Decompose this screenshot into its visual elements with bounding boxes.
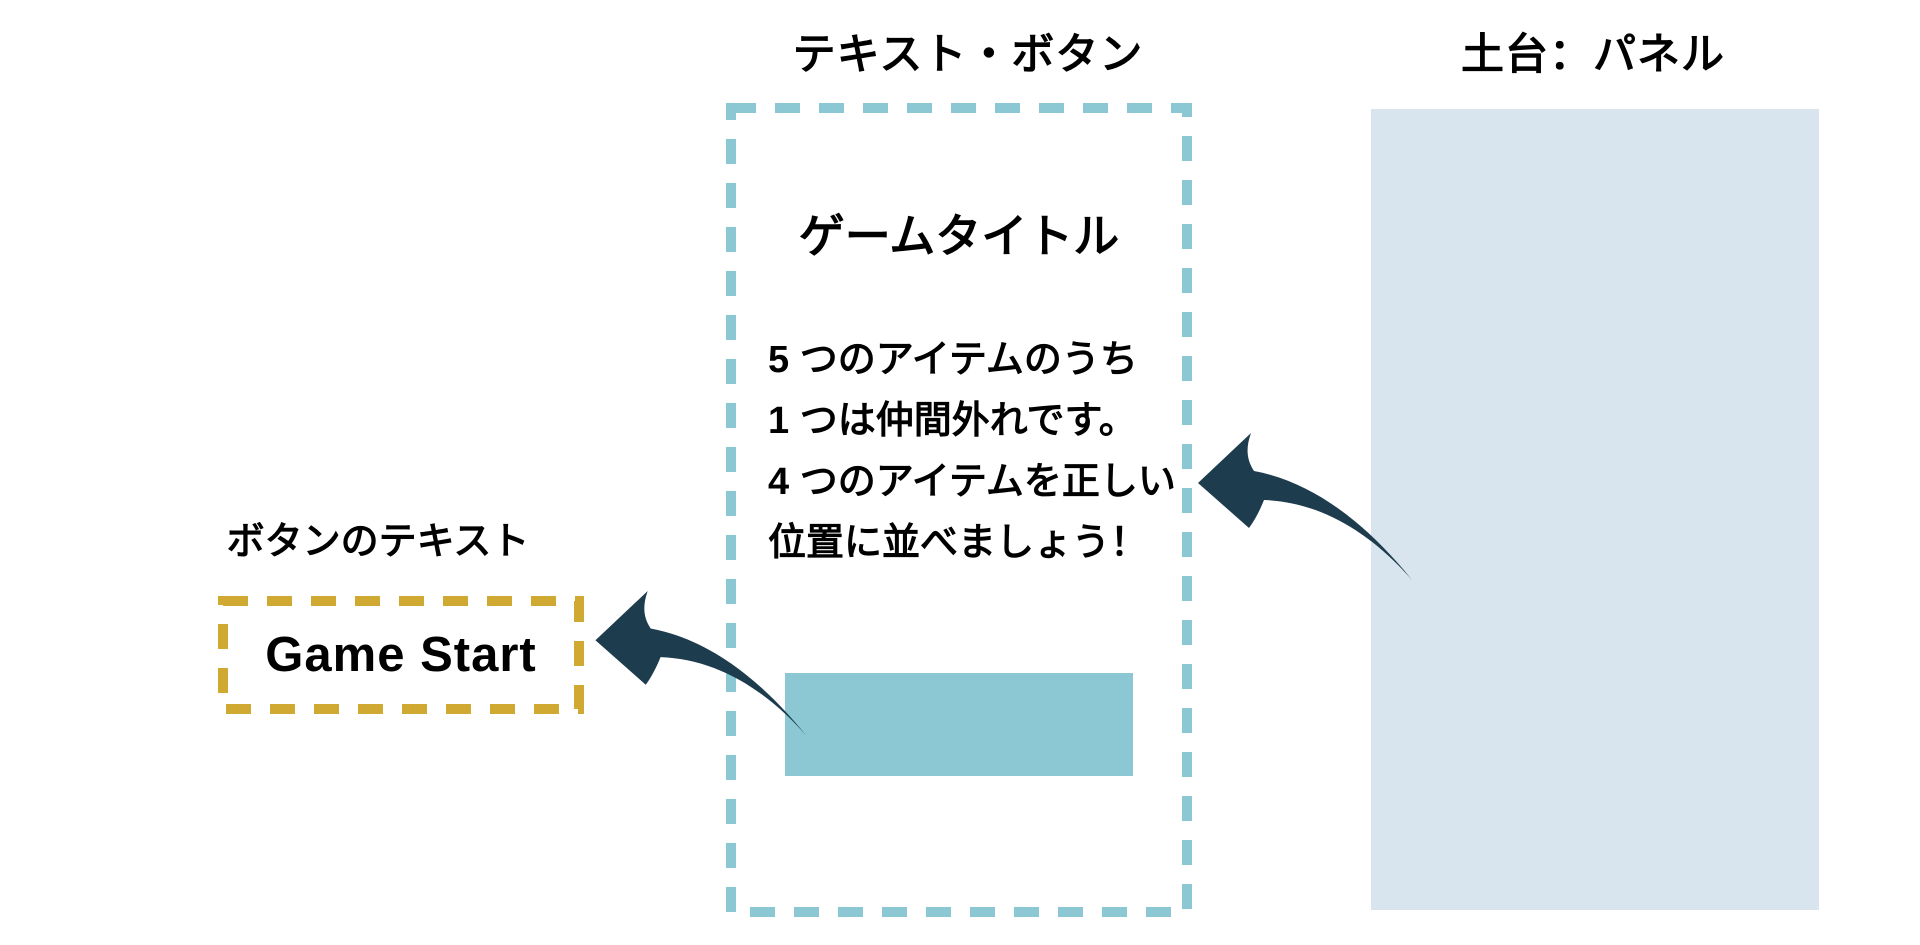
- game-description-text: 5 つのアイテムのうち 1 つは仲間外れです。 4 つのアイテムを正しい 位置に…: [768, 330, 1188, 574]
- annotation-text-button-label: テキスト・ボタン: [792, 31, 1144, 79]
- start-button: [785, 673, 1133, 776]
- curved-arrow-panel-to-group-icon: [1198, 433, 1412, 580]
- base-panel: [1371, 109, 1819, 910]
- description-line: 1 つは仲間外れです。: [768, 400, 1137, 442]
- annotation-base-panel-label: 土台：パネル: [1461, 31, 1725, 79]
- description-line: 位置に並べましょう！: [768, 522, 1149, 564]
- curved-arrow-button-to-text-icon: [595, 590, 807, 737]
- button-text-outline: [218, 596, 584, 714]
- game-title-text: ゲームタイトル: [798, 210, 1120, 262]
- text-button-group-outline: [726, 103, 1192, 917]
- annotation-button-text-label: ボタンのテキスト: [226, 521, 530, 563]
- description-line: 4 つのアイテムを正しい: [768, 461, 1176, 503]
- button-text-value: Game Start: [265, 628, 537, 682]
- description-line: 5 つのアイテムのうち: [768, 339, 1138, 381]
